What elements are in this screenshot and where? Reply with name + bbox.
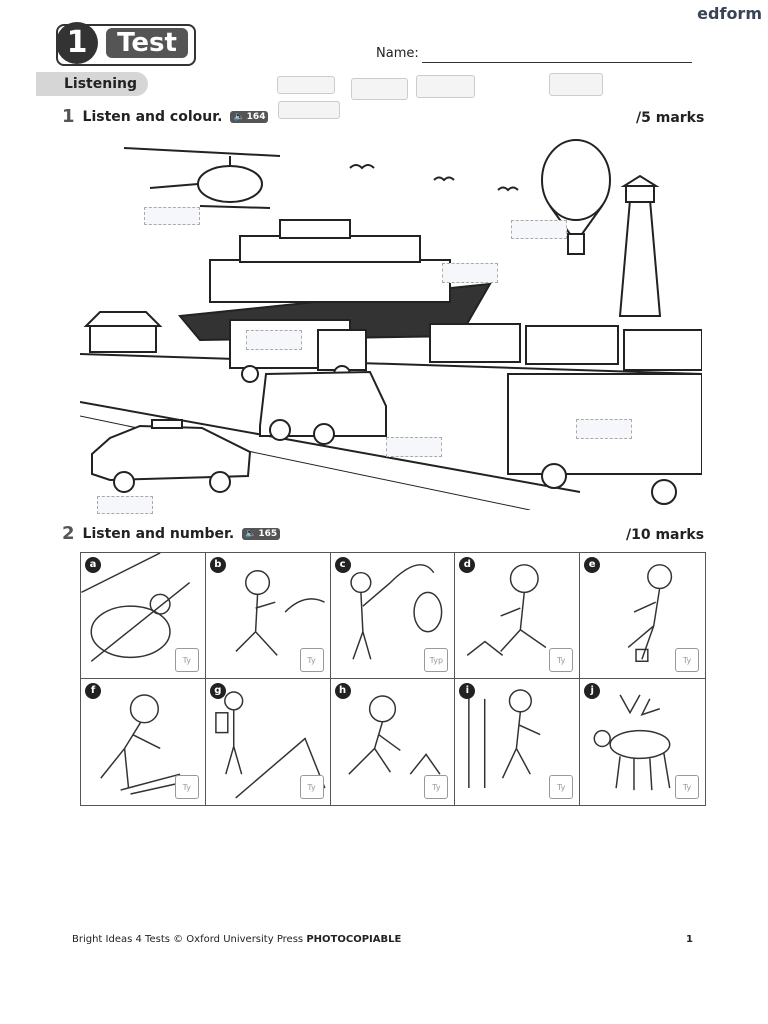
track-number: 165 [258, 528, 278, 539]
name-label: Name: [376, 46, 419, 61]
number-answer-box[interactable]: Ty [174, 648, 199, 672]
answer-placeholder[interactable] [278, 101, 340, 119]
train-drawing [429, 323, 702, 371]
cell-letter: a [85, 557, 101, 573]
answer-placeholder[interactable] [549, 73, 603, 96]
picture-cell: a Ty [81, 553, 206, 679]
colour-answer-box[interactable] [386, 437, 442, 457]
cell-letter: b [209, 557, 226, 573]
test-badge: 1 Test [56, 22, 196, 66]
cell-letter: f [85, 683, 101, 699]
taxi-drawing [91, 419, 252, 493]
exercise-instruction: Listen and colour. [82, 108, 223, 125]
brand-logo: edform [697, 4, 762, 23]
exercise-instruction: Listen and number. [82, 525, 235, 542]
speaker-icon: 🔈 [245, 528, 257, 539]
cell-letter: h [334, 683, 351, 699]
picture-grid: a Ty b Ty c Typ d Ty e Ty f Ty g Ty h Ty… [80, 552, 706, 806]
footer-photocopiable: PHOTOCOPIABLE [306, 934, 402, 945]
cell-letter: d [459, 557, 476, 573]
number-answer-box[interactable]: Ty [675, 775, 699, 799]
picture-cell: b Ty [205, 553, 331, 679]
cell-letter: e [584, 557, 601, 573]
girl-campfire-picture [467, 564, 547, 656]
number-answer-box[interactable]: Ty [424, 775, 449, 799]
number-answer-box[interactable]: Ty [549, 648, 574, 672]
colour-answer-box[interactable] [576, 419, 632, 439]
helicopter-drawing [123, 147, 281, 209]
speaker-icon: 🔈 [233, 111, 245, 122]
boy-wood-picture [100, 694, 185, 795]
name-field-line[interactable] [422, 62, 692, 63]
boy-boots-picture [627, 564, 673, 663]
answer-placeholder[interactable] [351, 78, 408, 100]
boy-fishing-picture [349, 564, 442, 660]
girl-eating-picture [235, 569, 325, 656]
footer-text: Bright Ideas 4 Tests © Oxford University… [72, 934, 304, 945]
test-title: Test [106, 28, 188, 58]
girl-forest-picture [468, 689, 541, 789]
lighthouse-drawing [618, 174, 662, 317]
colour-answer-box[interactable] [144, 207, 200, 225]
exercise-number: 1 [62, 106, 75, 127]
transport-scene-illustration [80, 139, 702, 510]
cell-letter: i [459, 683, 476, 699]
house-drawing [83, 311, 163, 353]
page-number: 1 [686, 934, 693, 945]
colour-answer-box[interactable] [97, 496, 153, 514]
picture-cell: f Ty [81, 679, 206, 805]
section-label: Listening [36, 72, 148, 96]
colour-answer-box[interactable] [442, 263, 498, 283]
colour-answer-box[interactable] [246, 330, 302, 350]
exercise-number: 2 [62, 523, 75, 544]
exercise-1-marks: /5 marks [636, 110, 705, 126]
answer-placeholder[interactable] [416, 75, 475, 98]
colour-answer-box[interactable] [511, 220, 567, 239]
cell-letter: c [334, 557, 351, 573]
track-number: 164 [246, 111, 266, 122]
girl-tent-picture [214, 691, 326, 799]
exercise-2-marks: /10 marks [626, 527, 705, 543]
picture-cell: j Ty [580, 679, 705, 805]
audio-track-badge[interactable]: 🔈 165 [242, 527, 281, 540]
deer-forest-picture [593, 694, 671, 791]
footer-credit: Bright Ideas 4 Tests © Oxford University… [72, 934, 401, 945]
picture-cell: i Ty [455, 679, 581, 805]
picture-cell: d Ty [455, 553, 581, 679]
picture-cell: h Ty [331, 679, 456, 805]
number-answer-box[interactable]: Ty [299, 775, 324, 799]
test-number: 1 [56, 22, 98, 64]
picture-cell: g Ty [206, 679, 331, 805]
number-answer-box[interactable]: Ty [299, 648, 324, 672]
cell-letter: g [209, 683, 226, 699]
exercise-1-heading: 1 Listen and colour. 🔈 164 [62, 106, 269, 127]
cell-letter: j [584, 683, 601, 699]
picture-cell: c Typ [330, 553, 456, 679]
number-answer-box[interactable]: Typ [424, 648, 449, 672]
van-drawing [259, 370, 387, 445]
audio-track-badge[interactable]: 🔈 164 [230, 110, 269, 123]
exercise-2-heading: 2 Listen and number. 🔈 165 [62, 523, 281, 544]
number-answer-box[interactable]: Ty [174, 775, 199, 799]
sleeping-bag-picture [81, 553, 191, 662]
number-answer-box[interactable]: Ty [675, 648, 699, 672]
picture-cell: e Ty [580, 553, 705, 679]
answer-placeholder[interactable] [277, 76, 335, 94]
boy-fire-picture [347, 695, 441, 775]
number-answer-box[interactable]: Ty [549, 775, 574, 799]
